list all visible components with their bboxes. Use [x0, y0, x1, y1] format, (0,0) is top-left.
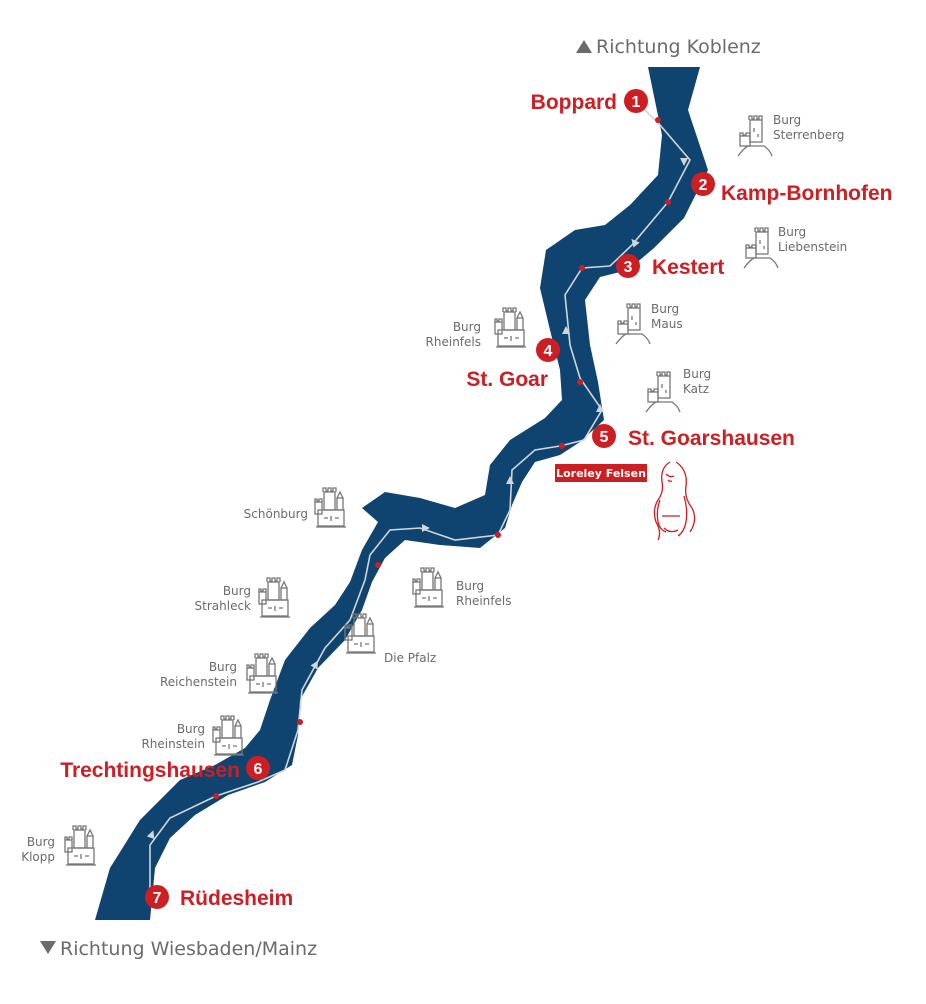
tower-castle-icon — [743, 227, 779, 269]
route-dot — [579, 265, 585, 271]
stop-label: St. Goar — [466, 368, 548, 391]
loreley-figure-icon — [653, 461, 696, 541]
route-arrows — [146, 158, 688, 840]
castle-icon — [494, 307, 527, 348]
stop-number: 7 — [153, 890, 162, 907]
stop-number: 3 — [624, 259, 633, 276]
stop-number-badge — [616, 254, 640, 278]
stop-number: 1 — [632, 94, 641, 111]
loreley-landmark[interactable]: Loreley Felsen — [555, 461, 696, 541]
stop-label: Boppard — [531, 91, 617, 114]
direction-south: Richtung Wiesbaden/Mainz — [40, 938, 317, 960]
route-arrow-icon — [310, 660, 318, 670]
route-arrow-icon — [422, 524, 430, 532]
tower-castle-icon — [645, 371, 681, 413]
stop-label: Rüdesheim — [180, 887, 293, 910]
tower-castle-icon — [615, 303, 651, 345]
route-dot — [213, 793, 219, 799]
stop-number-badge — [624, 89, 648, 113]
stop-ruedesheim[interactable]: 7 Rüdesheim — [145, 885, 293, 910]
stop-boppard[interactable]: 1 Boppard — [531, 89, 648, 114]
ferry-route — [149, 100, 691, 895]
stop-number-badge — [691, 172, 715, 196]
route-markers — [213, 117, 671, 799]
route-arrow-icon — [506, 476, 514, 484]
stop-kamp-bornhofen[interactable]: 2 Kamp-Bornhofen — [691, 172, 893, 205]
route-arrow-icon — [146, 830, 155, 840]
arrow-up-icon — [576, 40, 592, 53]
direction-south-label: Richtung Wiesbaden/Mainz — [60, 938, 317, 960]
loreley-label: Loreley Felsen — [556, 467, 646, 480]
stop-number: 2 — [699, 177, 708, 194]
stop-number: 4 — [544, 343, 553, 360]
route-dot — [375, 562, 381, 568]
stop-label: St. Goarshausen — [628, 427, 795, 450]
castle-die-pfalz: Die Pfalz — [344, 613, 436, 665]
castle-icon — [314, 487, 347, 528]
route-dot — [495, 532, 501, 538]
stop-kestert[interactable]: 3 Kestert — [616, 254, 724, 279]
castle-icon — [412, 567, 445, 608]
stop-st-goarshausen[interactable]: 5 St. Goarshausen — [592, 424, 795, 450]
arrow-down-icon — [40, 941, 56, 954]
stop-number-badge — [592, 424, 616, 448]
route-arrow-icon — [596, 404, 604, 412]
castle-schoenburg: Schönburg — [244, 487, 347, 528]
stop-st-goar[interactable]: 4 St. Goar — [466, 338, 560, 391]
route-dot — [577, 379, 583, 385]
stop-number-badge — [145, 885, 169, 909]
route-arrow-icon — [631, 238, 640, 248]
stop-number: 6 — [254, 761, 263, 778]
tower-castle-icon — [737, 115, 773, 157]
stop-number-badge — [246, 756, 270, 780]
route-arrow-icon — [680, 158, 688, 166]
route-dot — [655, 117, 661, 123]
stop-label: Kamp-Bornhofen — [721, 182, 893, 205]
castle-icon — [212, 715, 245, 756]
route-dot — [559, 443, 565, 449]
stop-number-badge — [536, 338, 560, 362]
route-arrow-icon — [562, 326, 570, 334]
stop-number: 5 — [600, 429, 609, 446]
rhine-river — [95, 67, 708, 920]
direction-north-label: Richtung Koblenz — [596, 36, 761, 58]
stop-label: Kestert — [652, 256, 724, 279]
direction-north: Richtung Koblenz — [576, 36, 761, 58]
stop-trechtingshausen[interactable]: 6 Trechtingshausen — [60, 756, 270, 782]
castle-icon — [64, 825, 97, 866]
castle-label: Schönburg — [244, 507, 308, 521]
castle-icon — [246, 653, 279, 694]
route-dot — [297, 719, 303, 725]
loreley-badge — [555, 464, 647, 482]
castle-icon — [258, 577, 291, 618]
castle-label: Die Pfalz — [384, 651, 436, 665]
route-dot — [665, 199, 671, 205]
stop-label: Trechtingshausen — [60, 759, 240, 782]
